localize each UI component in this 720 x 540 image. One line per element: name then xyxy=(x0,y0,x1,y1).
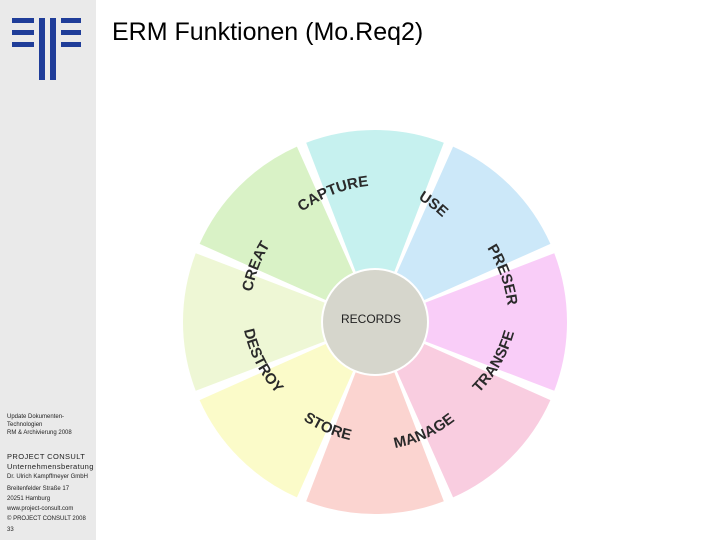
sidebar xyxy=(0,0,96,540)
segment-preserve xyxy=(425,253,567,391)
page-title: ERM Funktionen (Mo.Req2) xyxy=(112,18,424,46)
project-consult-logo xyxy=(12,18,82,82)
company-name: PROJECT CONSULT xyxy=(7,452,86,461)
segment-store xyxy=(199,343,354,498)
address-line-3: 20251 Hamburg xyxy=(7,496,51,502)
sidebar-caption-line-1: Update Dokumenten- xyxy=(7,414,65,420)
copyright: © PROJECT CONSULT 2008 xyxy=(7,516,86,522)
segment-capture xyxy=(306,130,444,272)
segment-use xyxy=(396,146,551,301)
website-link[interactable]: www.project-consult.com xyxy=(7,506,74,512)
segment-destroy xyxy=(183,253,325,391)
sidebar-caption-line-3: RM & Archivierung 2008 xyxy=(7,430,72,436)
records-center-circle xyxy=(323,270,427,374)
page-number: 33 xyxy=(7,527,14,533)
address-line-2: Breitenfelder Straße 17 xyxy=(7,486,70,492)
company-subtitle: Unternehmensberatung xyxy=(7,462,94,471)
sidebar-caption-line-2: Technologien xyxy=(7,422,43,428)
segment-create xyxy=(199,146,354,301)
address-line-1: Dr. Ulrich Kampffmeyer GmbH xyxy=(7,474,88,480)
records-center-label: RECORDS xyxy=(341,312,401,326)
segment-manage xyxy=(306,372,444,514)
segment-transfer xyxy=(396,343,551,498)
